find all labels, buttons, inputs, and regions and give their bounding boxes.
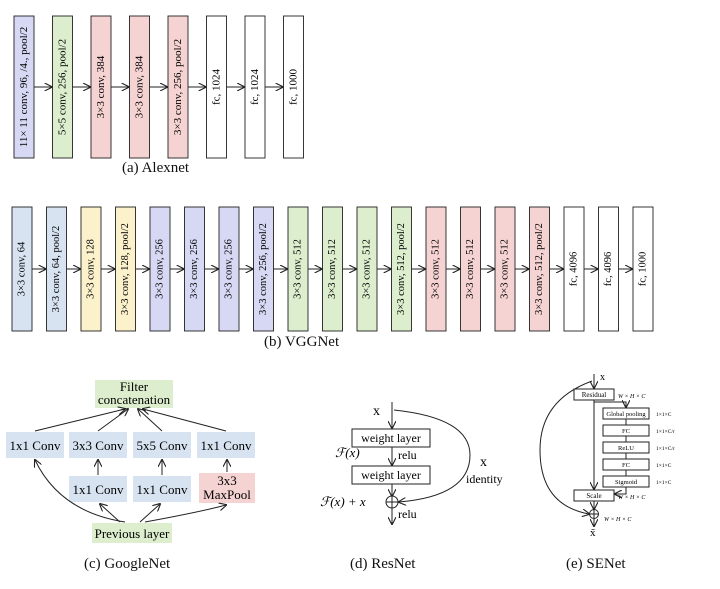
gnet-mid-conv-box-1 [69,476,127,502]
concatenation-label: concatenation [98,392,171,407]
senet-dim-2: 1×1×C/r [656,429,675,435]
resnet-identity-label: identity [466,472,503,486]
alexnet-layer-label-8: fc, 1000 [288,68,300,105]
gnet-conv-box-2 [69,432,127,458]
gnet-arrow [144,505,226,523]
senet-residual-dim: W × H × C [618,394,646,400]
gnet-conv-box-1 [6,432,64,458]
alexnet-layer-label-4: 3×3 conv, 384 [134,55,146,118]
resnet-identity-skip [393,409,471,502]
senet-scale-label: Scale [586,492,601,500]
vggnet-layer-label-2: 3×3 conv, 64, pool/2 [51,226,62,313]
alexnet-diagram: 11× 11 conv, 96, /4., pool/2 5×5 conv, 25… [13,15,304,159]
resnet-weight-layer-1 [351,428,431,448]
vggnet-layer-label-9: 3×3 conv, 512 [293,239,304,299]
senet-dim-4: 1×1×C [656,463,672,469]
senet-identity-skip [539,380,593,514]
senet-global-pooling-label: Global pooling [606,411,646,418]
vggnet-layer-label-8: 3×3 conv, 256, pool/2 [258,223,269,315]
vggnet-layer-label-10: 3×3 conv, 512 [327,239,338,299]
gnet-arrow [34,409,125,432]
vggnet-layer-box-19 [632,206,654,332]
resnet-weight-layer-2 [351,465,431,485]
vggnet-layer-label-1: 3×3 conv, 64 [17,241,28,296]
vggnet-layer-label-14: 3×3 conv, 512 [465,239,476,299]
gnet-conv-label-2: 3x3 Conv [73,438,124,453]
senet-dim-1: 1×1×C [656,412,672,418]
vggnet-layer-label-19: fc, 1000 [638,252,649,286]
vggnet-layer-label-12: 3×3 conv, 512, pool/2 [396,223,407,315]
resnet-fx-label: ℱ(x) [335,445,360,460]
gnet-arrow [139,504,160,523]
googlenet-caption: (c) GoogleNet [84,556,171,572]
senet-caption: (e) SENet [566,556,626,572]
resnet-input-label: x [373,404,380,419]
vggnet-caption: (b) VGGNet [264,334,340,350]
senet-fc1-label: FC [622,428,630,435]
resnet-weight-layer-2-label: weight layer [361,468,421,482]
gnet-maxpool-label-1: 3x3 [217,473,237,488]
gnet-conv-box-3 [133,432,191,458]
vggnet-layer-label-17: fc, 4096 [569,252,580,286]
gnet-mid-conv-box-2 [133,476,191,502]
alexnet-layer-label-5: 3×3 conv, 256, pool/2 [172,39,184,135]
senet-diagram: x Residual W × H × C Global pooling FC R… [539,372,675,539]
gnet-arrow [143,409,227,432]
alexnet-layer-box-8 [283,15,304,159]
gnet-conv-label-3: 5x5 Conv [137,438,188,453]
gnet-maxpool-label-2: MaxPool [203,487,251,502]
googlenet-diagram: Filter concatenation 1x1 Conv 3x3 Conv 5… [6,379,255,543]
senet-out-dim: W × H × C [604,517,632,523]
gnet-mid-conv-label-1: 1x1 Conv [73,482,124,497]
previous-layer-label: Previous layer [95,526,170,541]
resnet-diagram: x weight layer relu weight layer ℱ(x) ℱ(… [320,402,503,524]
filter-label: Filter [120,379,149,394]
senet-residual-label: Residual [582,391,607,399]
previous-layer-box [92,523,172,543]
vggnet-layer-label-3: 3×3 conv, 128 [86,239,97,299]
resnet-relu-out-label: relu [398,507,417,521]
alexnet-layer-label-7: fc, 1024 [249,68,261,105]
gnet-arrow [35,460,126,523]
vggnet-layer-label-6: 3×3 conv, 256 [189,239,200,299]
senet-fc2-label: FC [622,462,630,469]
senet-input-label: x [600,372,605,383]
resnet-weight-layer-1-label: weight layer [361,431,421,445]
gnet-arrow [100,504,121,523]
alexnet-caption: (a) Alexnet [122,160,190,176]
gnet-mid-conv-label-2: 1x1 Conv [137,482,188,497]
filter-concatenation-box [95,380,173,408]
resnet-caption: (d) ResNet [350,556,416,572]
vggnet-layer-label-11: 3×3 conv, 512 [362,239,373,299]
gnet-conv-label-1: 1x1 Conv [10,438,61,453]
alexnet-layer-label-2: 5×5 conv, 256, pool/2 [57,39,69,135]
alexnet-layer-label-6: fc, 1024 [211,68,223,105]
resnet-relu-label: relu [398,448,417,462]
vggnet-layer-label-4: 3×3 conv, 128, pool/2 [120,223,131,315]
vggnet-layer-label-15: 3×3 conv, 512 [500,239,511,299]
resnet-identity-x-label: x [480,455,487,470]
vggnet-layer-label-7: 3×3 conv, 256 [224,239,235,299]
resnet-fx-plus-x-label: ℱ(x) + x [320,494,366,509]
vggnet-layer-label-13: 3×3 conv, 512 [431,239,442,299]
alexnet-layer-label-1: 11× 11 conv, 96, /4., pool/2 [18,27,30,147]
senet-scale-dim: W × H × C [618,495,646,501]
senet-dim-3: 1×1×C/r [656,446,675,452]
vggnet-layer-label-16: 3×3 conv, 512, pool/2 [534,223,545,315]
senet-sigmoid-label: Sigmoid [615,479,638,486]
vggnet-layer-label-5: 3×3 conv, 256 [155,239,166,299]
vggnet-layer-label-18: fc, 4096 [603,252,614,286]
senet-dim-5: 1×1×C [656,480,672,486]
gnet-conv-box-4 [197,432,255,458]
alexnet-layer-label-3: 3×3 conv, 384 [95,55,107,118]
gnet-conv-label-4: 1x1 Conv [201,438,252,453]
vggnet-diagram: 3×3 conv, 64 3×3 conv, 64, pool/2 3×3 conv… [11,206,654,332]
senet-relu-label: ReLU [618,445,634,452]
gnet-maxpool-box [199,473,255,503]
gnet-arrow [97,409,128,432]
senet-output-label: x̃ [590,527,596,539]
gnet-arrow [138,409,163,432]
